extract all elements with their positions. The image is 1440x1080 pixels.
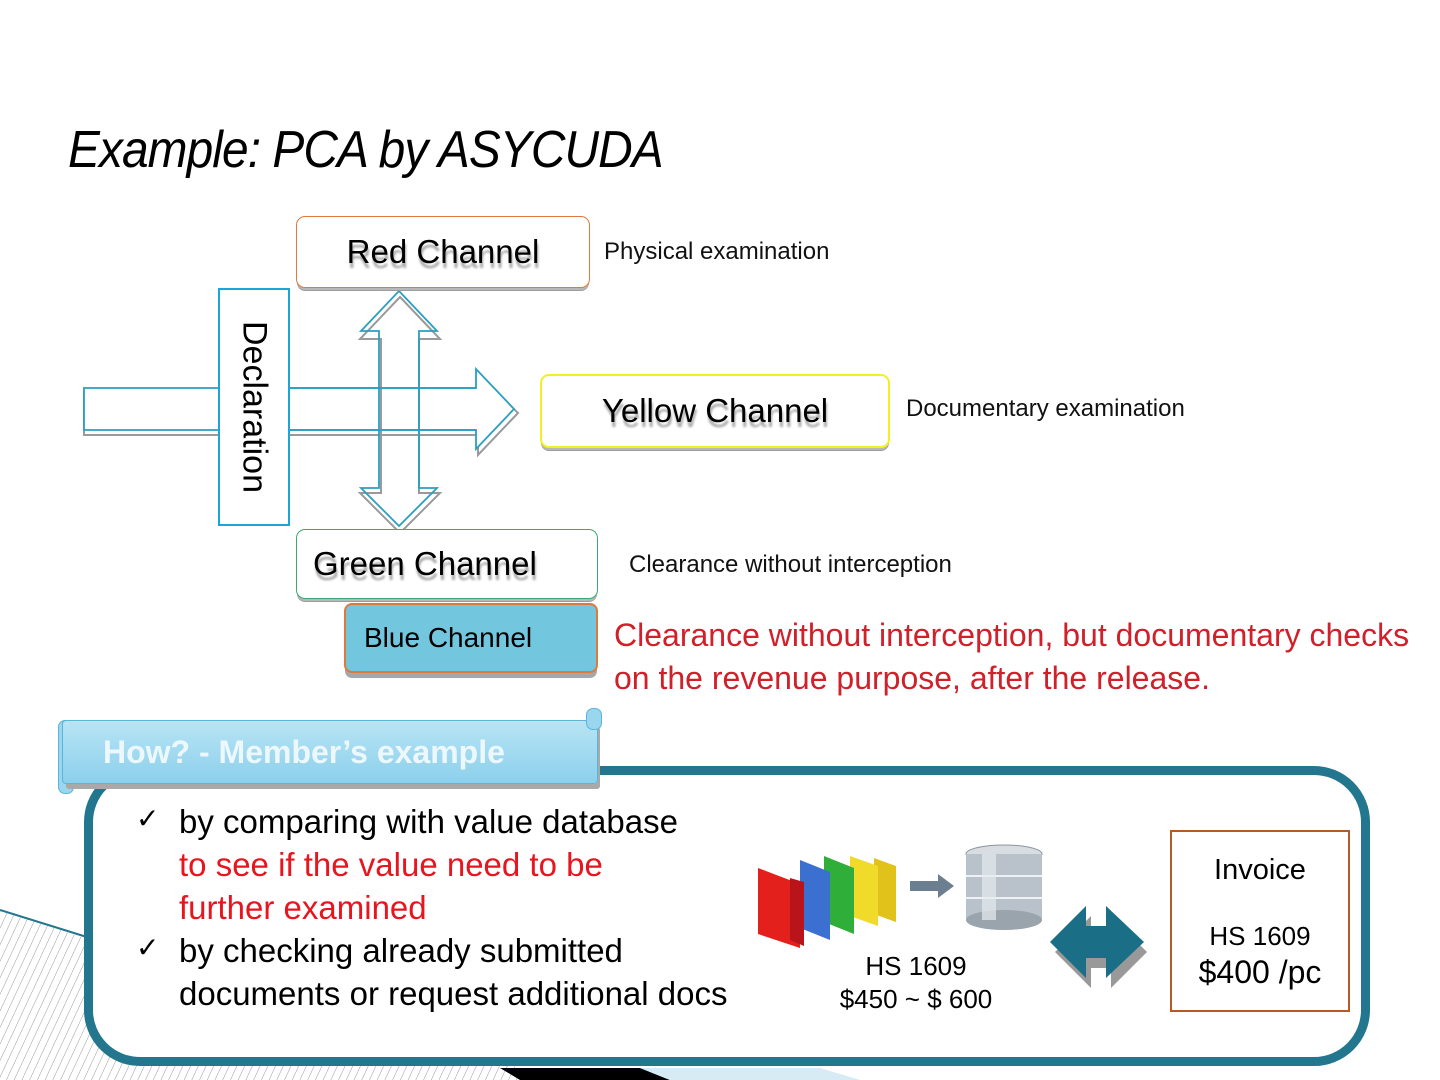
blue-channel-description: Clearance without interception, but docu… (614, 617, 1410, 696)
example-panel (84, 766, 1370, 1066)
value-database-illustration (758, 844, 1043, 948)
green-channel-box: Green Channel (296, 529, 598, 599)
arrow-right-icon (910, 874, 954, 898)
invoice-hs-code: HS 1609 (1209, 921, 1311, 951)
yellow-channel-box: Yellow Channel (540, 374, 890, 448)
database-icon (965, 844, 1043, 930)
banner-scroll-right (586, 708, 602, 730)
yellow-channel-label: Yellow Channel (601, 392, 829, 429)
red-channel-description: Physical examination (604, 238, 830, 265)
green-channel-description: Clearance without interception (629, 551, 952, 578)
blue-channel-label: Blue Channel (364, 622, 533, 653)
folders-icon (758, 856, 896, 948)
blue-channel-box: Blue Channel (344, 603, 598, 673)
check-icon: ✓ (136, 803, 160, 834)
declaration-label: Declaration (235, 321, 274, 493)
main-arrow-right (83, 366, 516, 452)
database-caption: HS 1609 $450 ~ $ 600 (806, 950, 1026, 1016)
bullet-item: ✓ by comparing with value database to se… (136, 800, 769, 929)
database-value-range: $450 ~ $ 600 (839, 984, 993, 1014)
invoice-price: $400 /pc (1198, 954, 1322, 990)
invoice-title: Invoice (1214, 854, 1306, 886)
yellow-channel-description: Documentary examination (906, 395, 1185, 422)
bullet-item: ✓ by checking already submitted document… (136, 929, 739, 1015)
red-channel-label: Red Channel (346, 233, 540, 270)
double-arrow-icon (1050, 906, 1147, 988)
bullet-text: by checking already submitted documents … (179, 932, 728, 1012)
database-hs-code: HS 1609 (865, 951, 967, 981)
banner-label: How? - Member’s example (103, 733, 505, 770)
bullet-list: ✓ by comparing with value database to se… (136, 800, 769, 1015)
green-channel-label: Green Channel (313, 545, 537, 582)
slide-title: Example: PCA by ASYCUDA (68, 121, 664, 179)
bullet-text-highlight: to see if the value need to be further e… (179, 846, 603, 926)
declaration-box: Declaration (218, 288, 290, 526)
invoice-box: Invoice HS 1609 $400 /pc (1170, 830, 1350, 1012)
example-banner: How? - Member’s example (62, 720, 598, 784)
vertical-double-arrow (358, 289, 440, 528)
bullet-text: by comparing with value database (179, 803, 678, 840)
check-icon: ✓ (136, 932, 160, 963)
red-channel-box: Red Channel (296, 216, 590, 288)
